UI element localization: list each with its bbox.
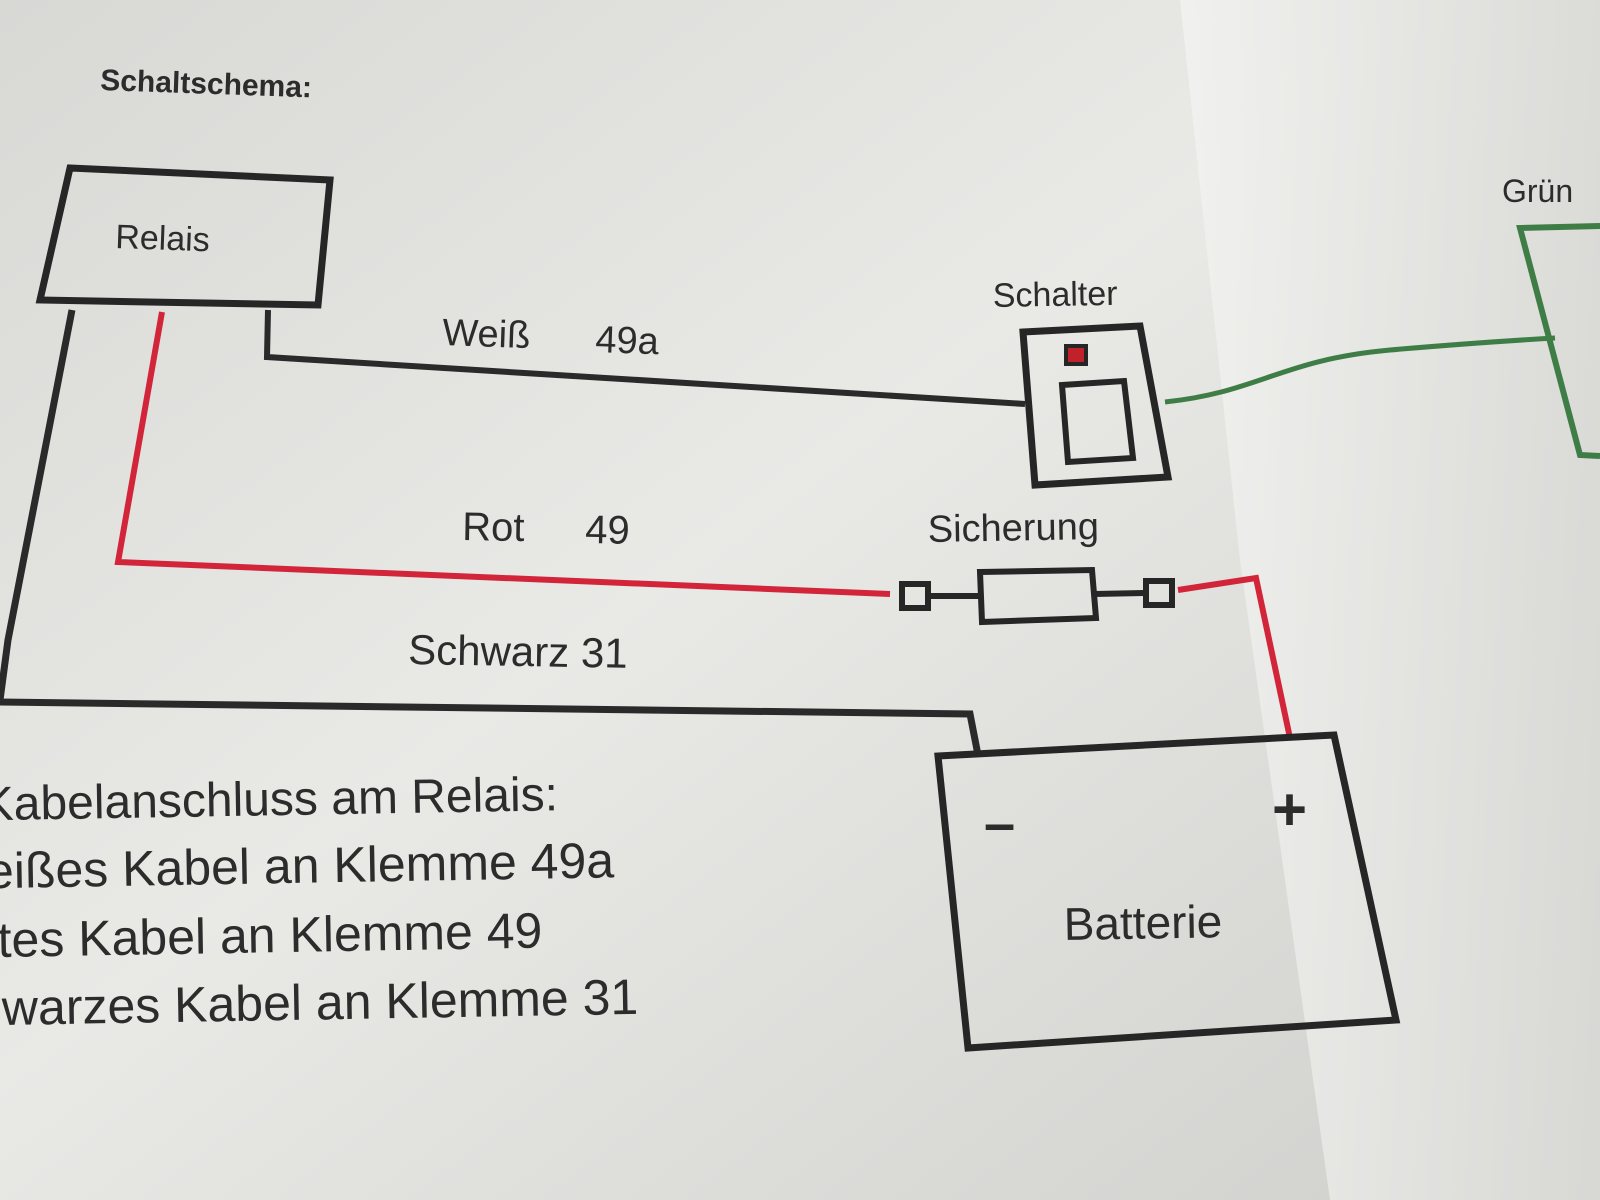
wire-black-label: Schwarz 31: [408, 626, 628, 677]
diagram-heading: Schaltschema:: [100, 64, 313, 104]
relay-label: Relais: [115, 218, 211, 259]
wire-white-49a: [263, 309, 1026, 407]
battery-label: Batterie: [1063, 895, 1222, 950]
notes-line-3: Schwarzes Kabel an Klemme 31: [0, 969, 639, 1038]
battery-plus-icon: +: [1272, 776, 1307, 843]
green-device-box: [1516, 223, 1600, 459]
notes-line-1: Weißes Kabel an Klemme 49a: [0, 832, 615, 900]
wire-red-to-battery: [1177, 574, 1293, 739]
relay-box: [35, 164, 334, 309]
wire-green: [1164, 335, 1556, 405]
wire-black-31-to-battery: [0, 698, 982, 756]
fuse-symbol: [899, 566, 1175, 626]
wire-red-terminal-label: 49: [585, 508, 630, 553]
switch-led-icon: [1064, 344, 1088, 366]
battery-box: [934, 731, 1401, 1052]
switch-label: Schalter: [992, 275, 1117, 315]
wire-white-color-label: Weiß: [442, 312, 531, 357]
battery-minus-icon: –: [984, 791, 1015, 854]
notes-line-2: Rotes Kabel an Klemme 49: [0, 903, 543, 970]
wire-white-terminal-label: 49a: [595, 319, 661, 363]
wire-red-49: [114, 311, 891, 597]
switch-rocker: [1058, 377, 1137, 466]
fuse-label: Sicherung: [927, 506, 1099, 551]
switch-body: [1019, 322, 1173, 489]
wire-red-color-label: Rot: [462, 505, 525, 550]
green-device-label: Grün: [1502, 173, 1573, 209]
paper-right-page: [1180, 0, 1600, 1200]
notes-title: Kabelanschluss am Relais:: [0, 768, 558, 831]
connection-notes: Kabelanschluss am Relais: Weißes Kabel a…: [0, 768, 639, 1037]
wire-black-31: [0, 309, 76, 701]
